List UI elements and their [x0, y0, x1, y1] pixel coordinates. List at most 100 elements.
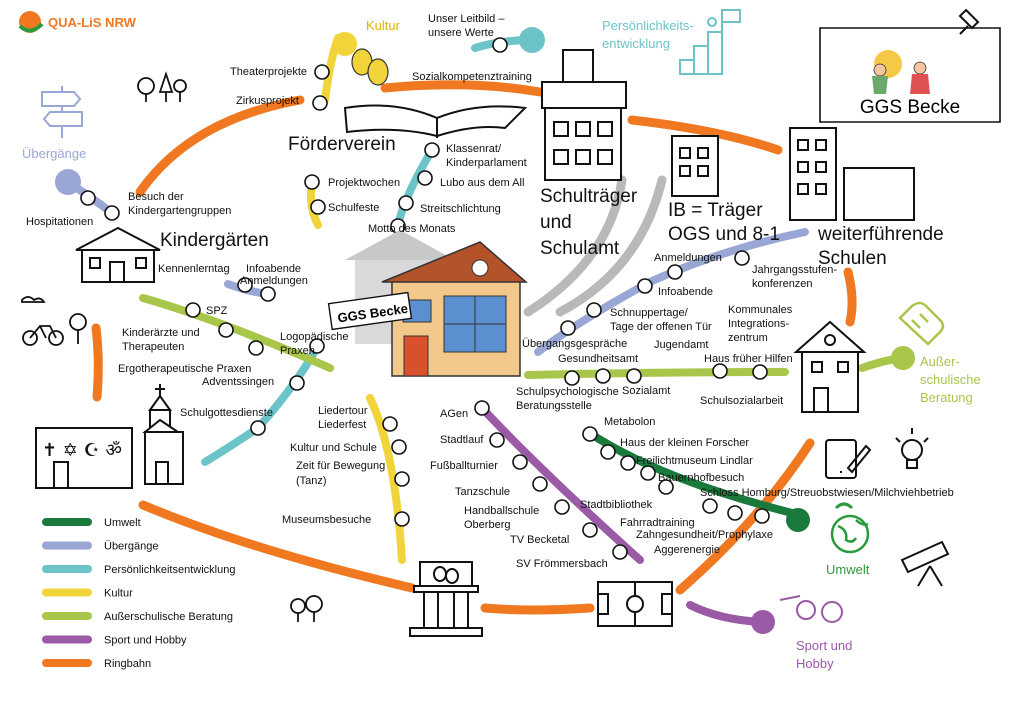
station[interactable] — [474, 400, 490, 416]
book-icon — [343, 104, 528, 138]
sport-line — [686, 601, 766, 626]
station[interactable] — [394, 511, 410, 527]
globe-icon — [830, 502, 870, 554]
label-metabolon: Metabolon — [604, 416, 655, 428]
label-klassenrat-2: Kinderparlament — [446, 157, 527, 169]
label-jugendamt: Jugendamt — [654, 339, 708, 351]
station[interactable] — [304, 174, 320, 190]
station[interactable] — [394, 471, 410, 487]
label-anmeldungen-ws: Anmeldungen — [654, 252, 722, 264]
station[interactable] — [382, 416, 398, 432]
station[interactable] — [398, 195, 414, 211]
label-schulsozialarbeit: Schulsozialarbeit — [700, 395, 783, 407]
station[interactable] — [586, 302, 602, 318]
ringbahn-segment — [627, 115, 783, 155]
schultraeger-building-icon — [541, 49, 627, 181]
beratung-terminal — [891, 346, 915, 370]
station[interactable] — [314, 64, 330, 80]
station[interactable] — [702, 498, 718, 514]
station[interactable] — [582, 426, 598, 442]
station[interactable] — [309, 338, 325, 354]
station[interactable] — [600, 444, 616, 460]
station[interactable] — [512, 454, 528, 470]
bicycle-icon — [21, 296, 87, 346]
station[interactable] — [712, 363, 728, 379]
station[interactable] — [417, 170, 433, 186]
station[interactable] — [104, 205, 120, 221]
label-becketal: TV Becketal — [510, 534, 569, 546]
label-spz: SPZ — [206, 305, 228, 317]
label-zeit-bewegung-1: Zeit für Bewegung — [296, 460, 385, 472]
sport-balls-icon — [779, 595, 843, 623]
station[interactable] — [489, 432, 505, 448]
football-field-icon — [597, 581, 673, 627]
persoenlichkeit-line — [201, 424, 262, 466]
svg-text:✝ ✡ ☪ ॐ: ✝ ✡ ☪ ॐ — [42, 440, 122, 461]
station[interactable] — [532, 476, 548, 492]
label-forscher: Haus der kleinen Forscher — [620, 437, 749, 449]
station[interactable] — [612, 544, 628, 560]
station[interactable] — [658, 479, 674, 495]
station[interactable] — [626, 368, 642, 384]
station[interactable] — [554, 499, 570, 515]
station[interactable] — [727, 505, 743, 521]
category-umwelt: Umwelt — [826, 562, 870, 577]
station[interactable] — [289, 375, 305, 391]
label-froemmersbach: SV Frömmersbach — [516, 558, 608, 570]
label-kinderaerzte-2: Therapeuten — [122, 341, 184, 353]
station[interactable] — [667, 264, 683, 280]
title-ib-2: OGS und 8-1 — [668, 224, 780, 245]
category-sport-2: Hobby — [796, 656, 834, 671]
telescope-icon — [900, 540, 950, 587]
station[interactable] — [492, 37, 508, 53]
labels: Kultur Persönlichkeits- entwicklung Über… — [22, 13, 981, 671]
station[interactable] — [250, 420, 266, 436]
station[interactable] — [620, 455, 636, 471]
station[interactable] — [582, 522, 598, 538]
ringbahn-segment — [91, 323, 103, 402]
station[interactable] — [564, 370, 580, 386]
label-haus-hilfen: Haus früher Hilfen — [704, 353, 793, 365]
title-ib-1: IB = Träger — [668, 200, 763, 221]
station[interactable] — [754, 508, 770, 524]
station[interactable] — [734, 250, 750, 266]
station[interactable] — [640, 465, 656, 481]
station[interactable] — [752, 364, 768, 380]
central-school-icon — [345, 230, 529, 377]
label-kinderaerzte-1: Kinderärzte und — [122, 327, 200, 339]
ringbahn-segment — [380, 80, 545, 97]
label-homburg: Schloss Homburg/Streuobstwiesen/Milchvie… — [700, 487, 954, 499]
station[interactable] — [248, 340, 264, 356]
label-infoabende-kg: Infoabende — [246, 263, 301, 275]
ib-building-icon — [671, 135, 719, 197]
station[interactable] — [260, 286, 276, 302]
station[interactable] — [424, 142, 440, 158]
station[interactable] — [185, 302, 201, 318]
label-leitbild-2: unsere Werte — [428, 27, 494, 39]
category-beratung-3: Beratung — [920, 390, 973, 405]
station[interactable] — [218, 322, 234, 338]
ringbahn-segment — [480, 603, 595, 615]
station[interactable] — [237, 277, 253, 293]
ringbahn-segment — [675, 438, 815, 595]
station[interactable] — [310, 199, 326, 215]
title-schultraeger-2: und — [540, 212, 572, 233]
label-infoabende-ws: Infoabende — [658, 286, 713, 298]
station[interactable] — [637, 278, 653, 294]
station[interactable] — [80, 190, 96, 206]
label-uebergangsgespraeche: Übergangsgespräche — [522, 338, 627, 350]
legend-label: Übergänge — [104, 541, 158, 553]
church-icon — [142, 384, 184, 485]
station[interactable] — [391, 439, 407, 455]
legend-label: Kultur — [104, 588, 133, 600]
station[interactable] — [595, 368, 611, 384]
ringbahn-segment — [843, 267, 857, 327]
secondary-school-icon — [789, 127, 915, 221]
trees-icon — [137, 71, 187, 102]
station[interactable] — [560, 320, 576, 336]
handshake-icon — [898, 301, 945, 346]
category-persoenlichkeit-1: Persönlichkeits- — [602, 18, 694, 33]
child-icon — [873, 63, 887, 77]
station[interactable] — [312, 95, 328, 111]
